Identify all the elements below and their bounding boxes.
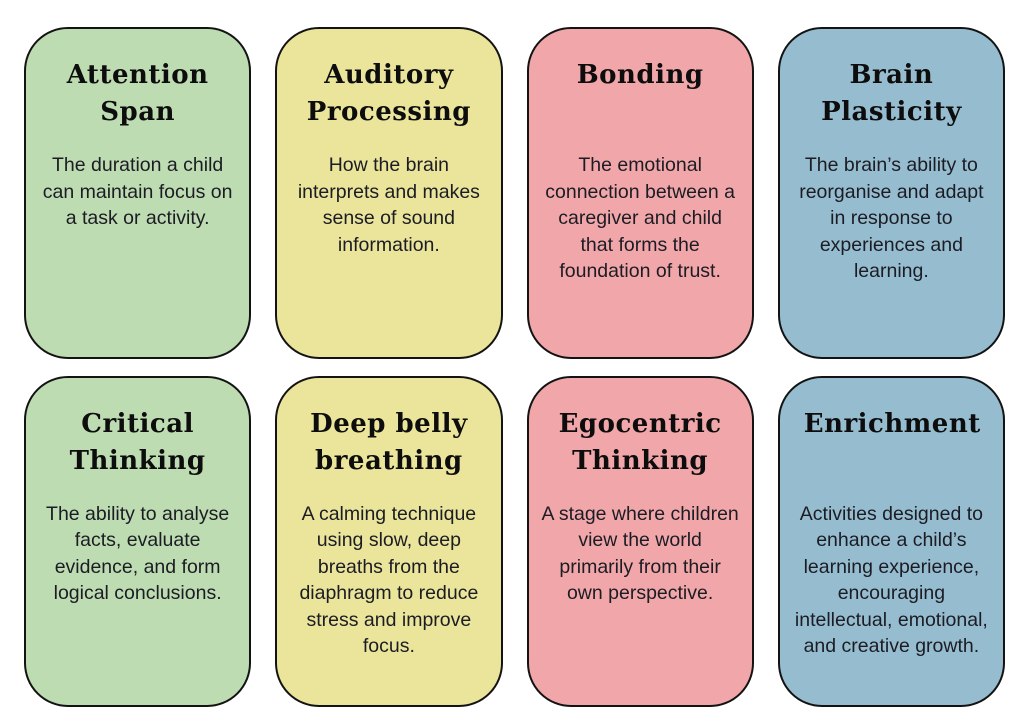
card-title: Auditory Processing [306,60,471,127]
card-enrichment: Enrichment Activities designed to enhanc… [777,375,1005,707]
card-description: How the brain interprets and makes sense… [297,154,480,256]
card-attention-span: Attention Span The duration a child can … [24,27,252,359]
card-description: A calming technique using slow, deep bre… [299,502,479,658]
card-description: The emotional connection between a careg… [545,154,735,282]
card-description: Activities designed to enhance a child’s… [794,502,988,658]
card-title: Deep belly breathing [310,408,468,476]
card-title: Enrichment [803,408,981,439]
card-description: A stage where children view the world pr… [541,502,739,605]
card-critical-thinking: Critical Thinking The ability to analyse… [24,375,252,707]
card-title: Bonding [576,60,704,90]
card-brain-plasticity: Brain Plasticity The brain’s ability to … [777,27,1005,359]
card-description: The brain’s ability to reorganise and ad… [799,154,984,282]
card-title: Egocentric Thinking [558,408,722,476]
card-title: Critical Thinking [69,408,206,476]
card-title: Attention Span [66,60,209,127]
card-description: The duration a child can maintain focus … [42,154,233,229]
card-bonding: Bonding The emotional connection between… [526,27,754,359]
card-description: The ability to analyse facts, evaluate e… [46,502,230,605]
card-auditory-processing: Auditory Processing How the brain interp… [275,27,503,359]
card-deep-belly-breathing: Deep belly breathing A calming technique… [275,375,503,707]
card-egocentric-thinking: Egocentric Thinking A stage where childr… [526,375,754,707]
card-title: Brain Plasticity [821,60,962,127]
